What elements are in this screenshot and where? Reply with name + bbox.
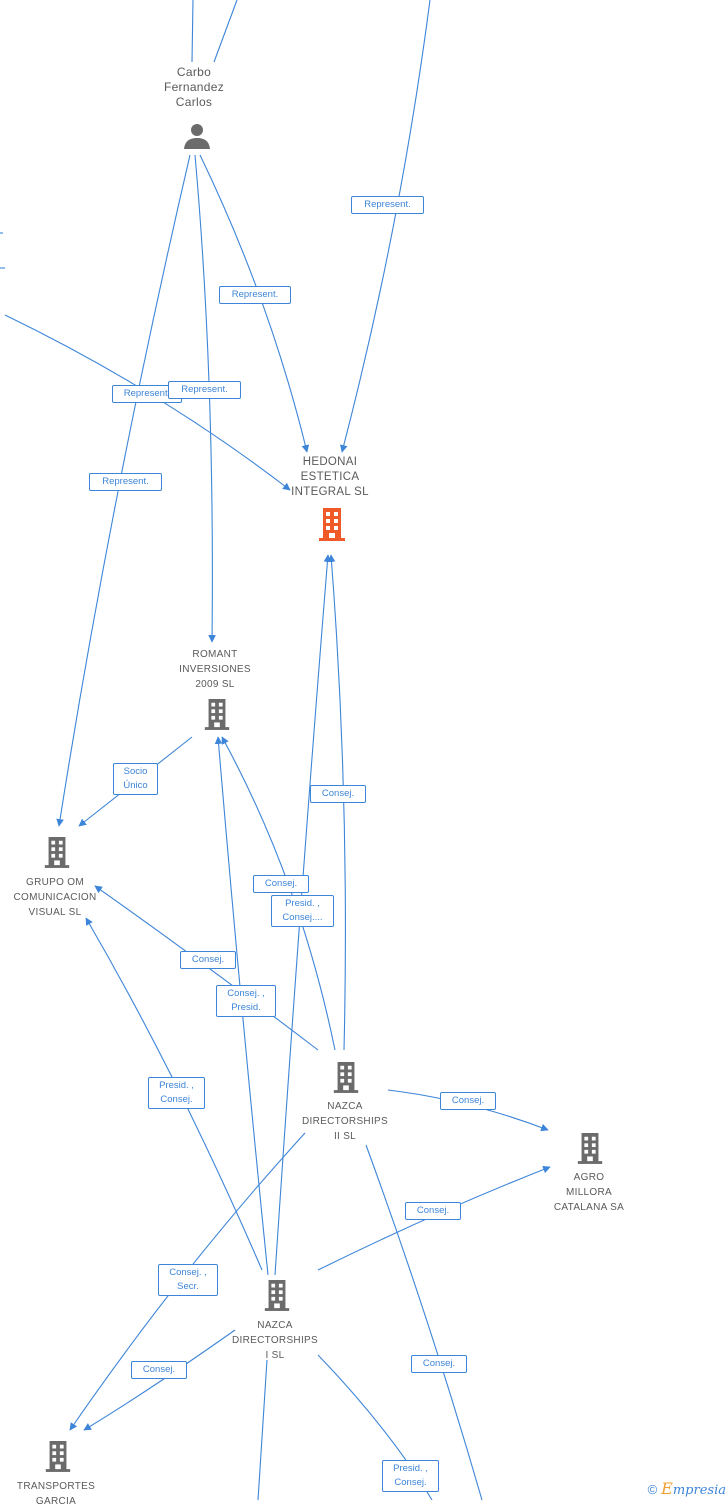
copyright-symbol: © — [647, 1482, 658, 1497]
brand-logo-e: E — [661, 1479, 673, 1498]
building-icon[interactable] — [42, 834, 72, 870]
edge-label: Consej. — [253, 875, 309, 893]
edge-label: Consej. , Secr. — [158, 1264, 218, 1296]
edge-label: Consej. — [180, 951, 236, 969]
node-label-carbo[interactable]: Carbo Fernandez Carlos — [163, 65, 225, 109]
edge-label: Represent. — [351, 196, 424, 214]
building-icon[interactable] — [575, 1130, 605, 1166]
node-label-romant[interactable]: ROMANT INVERSIONES 2009 SL — [179, 649, 251, 690]
brand-logo-text: mpresia — [672, 1483, 726, 1498]
building-icon[interactable] — [43, 1438, 73, 1474]
edge-label: Consej. — [411, 1355, 467, 1373]
node-label-hedonai[interactable]: HEDONAI ESTETICA INTEGRAL SL — [291, 456, 369, 498]
node-label-nazca1[interactable]: NAZCA DIRECTORSHIPS I SL — [232, 1320, 318, 1361]
edge — [191, 0, 194, 63]
edge-label: Represent. — [219, 286, 291, 304]
edge — [340, 0, 431, 453]
edge — [365, 1144, 483, 1500]
edge — [257, 1359, 268, 1500]
building-icon[interactable] — [331, 1059, 361, 1095]
building-icon[interactable] — [316, 506, 348, 542]
edge-label: Consej. — [310, 785, 366, 803]
node-label-agro[interactable]: AGRO MILLORA CATALANA SA — [553, 1172, 625, 1213]
edge-label: Socio Único — [113, 763, 158, 795]
edge-label: Presid. , Consej.... — [271, 895, 334, 927]
edge — [56, 154, 191, 827]
building-icon[interactable] — [202, 696, 232, 732]
edge — [83, 1329, 236, 1431]
footer-brand: ©Empresia — [648, 1479, 726, 1498]
edge-label: Consej. , Presid. — [216, 985, 276, 1017]
edge-label: Consej. — [440, 1092, 496, 1110]
node-label-grupo[interactable]: GRUPO OM COMUNICACION VISUAL SL — [13, 877, 97, 918]
edge — [213, 0, 238, 63]
edge-label: Represent. — [89, 473, 162, 491]
node-label-nazca2[interactable]: NAZCA DIRECTORSHIPS II SL — [302, 1101, 388, 1142]
node-label-transportes[interactable]: TRANSPORTES GARCIA — [16, 1481, 96, 1507]
building-icon[interactable] — [262, 1277, 292, 1313]
edge-label: Presid. , Consej. — [382, 1460, 439, 1492]
edge-label: Represent. — [168, 381, 241, 399]
edge-label: Consej. — [131, 1361, 187, 1379]
person-icon[interactable] — [182, 121, 212, 151]
edge-label: Presid. , Consej. — [148, 1077, 205, 1109]
edge-label: Consej. — [405, 1202, 461, 1220]
